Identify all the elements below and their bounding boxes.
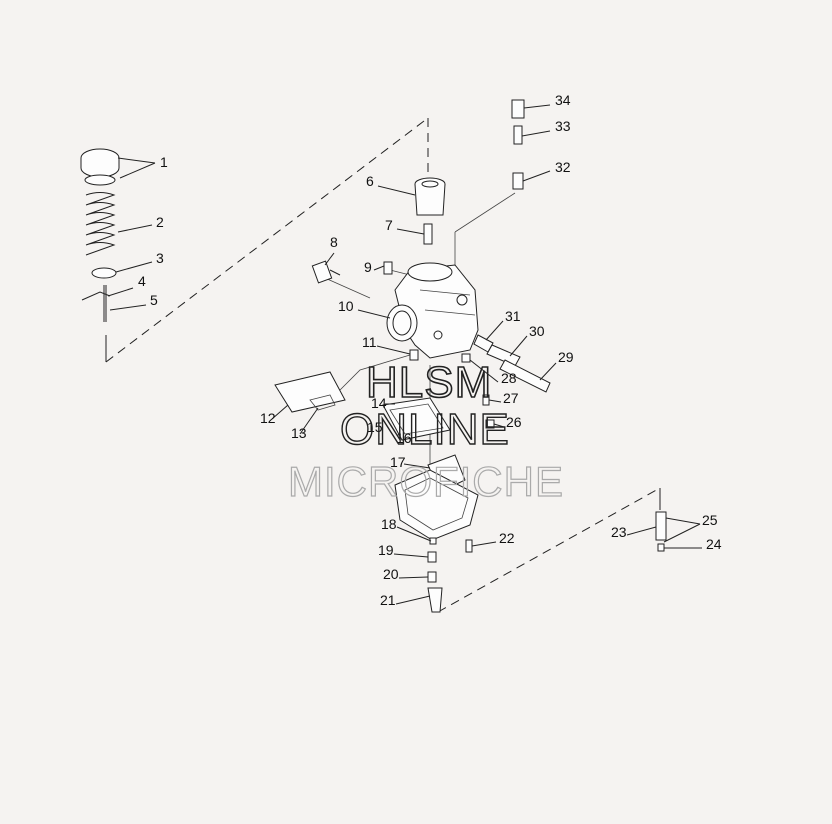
callout-30: 30 (529, 323, 545, 339)
callout-33: 33 (555, 118, 571, 134)
callout-31: 31 (505, 308, 521, 324)
callout-20: 20 (383, 566, 399, 582)
callout-8: 8 (330, 234, 338, 250)
callout-23: 23 (611, 524, 627, 540)
part-11-plug (409, 349, 419, 361)
callout-22: 22 (499, 530, 515, 546)
callout-24: 24 (706, 536, 722, 552)
callout-4: 4 (138, 273, 146, 289)
part-4-clip-part-5-needle (81, 285, 111, 322)
part-22-screw (465, 539, 473, 553)
callout-18: 18 (381, 516, 397, 532)
part-8-adjuster (311, 260, 341, 284)
callout-26: 26 (506, 414, 522, 430)
parts-32-34-cable-fitting (511, 99, 525, 190)
watermark-line-1: HLSM (366, 358, 492, 407)
callout-7: 7 (385, 217, 393, 233)
float-bowl (394, 469, 479, 541)
callout-34: 34 (555, 92, 571, 108)
part-6-throttle-slide (414, 177, 446, 216)
callout-11: 11 (362, 334, 377, 350)
callout-28: 28 (501, 370, 517, 386)
part-7-screw (423, 223, 433, 245)
watermark-line-2: ONLINE (340, 405, 510, 454)
part-2-spring (85, 192, 116, 256)
part-14-16-gasket (382, 397, 451, 441)
callout-5: 5 (150, 292, 158, 308)
callout-17: 17 (390, 454, 406, 470)
callout-9: 9 (364, 259, 372, 275)
part-3-retainer (91, 267, 117, 279)
callout-27: 27 (503, 390, 519, 406)
callout-10: 10 (338, 298, 354, 314)
leader-lines (107, 104, 702, 605)
callout-12: 12 (260, 410, 276, 426)
part-9-fitting (383, 261, 393, 275)
parts-23-25-plunger (655, 511, 667, 552)
parts-29-31-idle-screw (473, 334, 551, 393)
callout-16: 16 (396, 430, 412, 446)
watermark-line-3: MICROFICHE (288, 458, 564, 505)
part-10-carburetor-body (386, 262, 479, 359)
callout-6: 6 (366, 173, 374, 189)
part-1-cap (80, 148, 120, 186)
callout-1: 1 (160, 154, 168, 170)
callout-15: 15 (367, 419, 383, 435)
watermark: HLSM ONLINE MICROFICHE (287, 357, 564, 505)
callout-19: 19 (378, 542, 394, 558)
callout-2: 2 (156, 214, 164, 230)
parts-18-21-drain (427, 537, 443, 613)
callout-25: 25 (702, 512, 718, 528)
part-12-13-bracket (274, 371, 346, 413)
callout-29: 29 (558, 349, 574, 365)
parts-26-28-jets (461, 353, 495, 429)
callout-21: 21 (380, 592, 396, 608)
callout-14: 14 (371, 395, 387, 411)
callout-32: 32 (555, 159, 571, 175)
callout-13: 13 (291, 425, 307, 441)
callout-3: 3 (156, 250, 164, 266)
